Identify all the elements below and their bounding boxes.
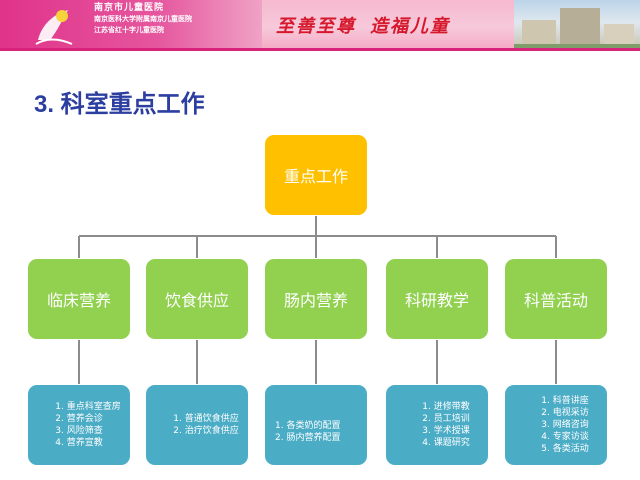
detail-list: 1. 进修带教 2. 员工培训 3. 学术授课 4. 课题研究 bbox=[404, 401, 469, 449]
detail-list: 1. 重点科室查房 2. 营养会诊 3. 风险筛查 4. 营养宣教 bbox=[37, 401, 120, 449]
root-node: 重点工作 bbox=[264, 134, 368, 216]
detail-item: 1. 科普讲座 bbox=[541, 396, 589, 406]
detail-node: 1. 各类奶的配置 2. 肠内营养配置 bbox=[264, 384, 368, 466]
detail-list: 1. 科普讲座 2. 电视采访 3. 网络咨询 4. 专家访谈 5. 各类活动 bbox=[523, 395, 588, 455]
detail-item: 1. 进修带教 bbox=[422, 402, 470, 412]
category-node: 肠内营养 bbox=[264, 258, 368, 340]
detail-item: 1. 各类奶的配置 bbox=[275, 421, 341, 431]
detail-item: 3. 风险筛查 bbox=[55, 426, 103, 436]
hospital-name-line: 南京市儿童医院 bbox=[94, 3, 165, 13]
detail-node: 1. 普通饮食供应 2. 治疗饮食供应 bbox=[145, 384, 249, 466]
detail-node: 1. 进修带教 2. 员工培训 3. 学术授课 4. 课题研究 bbox=[385, 384, 489, 466]
detail-item: 4. 课题研究 bbox=[422, 438, 470, 448]
detail-item: 2. 肠内营养配置 bbox=[275, 433, 341, 443]
page-title: 3. 科室重点工作 bbox=[34, 91, 205, 118]
detail-item: 2. 营养会诊 bbox=[55, 414, 103, 424]
slogan-part: 至善至尊 bbox=[276, 16, 356, 37]
detail-node: 1. 重点科室查房 2. 营养会诊 3. 风险筛查 4. 营养宣教 bbox=[27, 384, 131, 466]
detail-item: 5. 各类活动 bbox=[541, 444, 589, 454]
category-node: 饮食供应 bbox=[145, 258, 249, 340]
category-node: 科研教学 bbox=[385, 258, 489, 340]
detail-list: 1. 各类奶的配置 2. 肠内营养配置 bbox=[265, 420, 340, 444]
slogan-part: 造福儿童 bbox=[370, 16, 450, 37]
hospital-building-photo bbox=[514, 0, 640, 50]
detail-item: 3. 网络咨询 bbox=[541, 420, 589, 430]
detail-item: 2. 员工培训 bbox=[422, 414, 470, 424]
header-divider bbox=[0, 48, 640, 51]
detail-item: 3. 学术授课 bbox=[422, 426, 470, 436]
hospital-name-line: 南京医科大学附属南京儿童医院 bbox=[94, 15, 192, 23]
category-node: 临床营养 bbox=[27, 258, 131, 340]
detail-item: 4. 营养宣教 bbox=[55, 438, 103, 448]
detail-item: 1. 普通饮食供应 bbox=[173, 414, 239, 424]
hospital-name-line: 江苏省红十字儿童医院 bbox=[94, 26, 164, 34]
detail-item: 2. 电视采访 bbox=[541, 408, 589, 418]
category-node: 科普活动 bbox=[504, 258, 608, 340]
hospital-logo-icon bbox=[35, 10, 73, 45]
slogan: 至善至尊造福儿童 bbox=[276, 12, 504, 40]
hospital-name-block: 南京市儿童医院 南京医科大学附属南京儿童医院 江苏省红十字儿童医院 bbox=[94, 3, 254, 36]
header-banner: 南京市儿童医院 南京医科大学附属南京儿童医院 江苏省红十字儿童医院 至善至尊造福… bbox=[0, 0, 640, 51]
detail-item: 2. 治疗饮食供应 bbox=[173, 426, 239, 436]
hospital-logo-block: 南京市儿童医院 南京医科大学附属南京儿童医院 江苏省红十字儿童医院 bbox=[0, 0, 262, 50]
detail-item: 4. 专家访谈 bbox=[541, 432, 589, 442]
detail-node: 1. 科普讲座 2. 电视采访 3. 网络咨询 4. 专家访谈 5. 各类活动 bbox=[504, 384, 608, 466]
detail-item: 1. 重点科室查房 bbox=[55, 402, 121, 412]
detail-list: 1. 普通饮食供应 2. 治疗饮食供应 bbox=[155, 413, 238, 437]
